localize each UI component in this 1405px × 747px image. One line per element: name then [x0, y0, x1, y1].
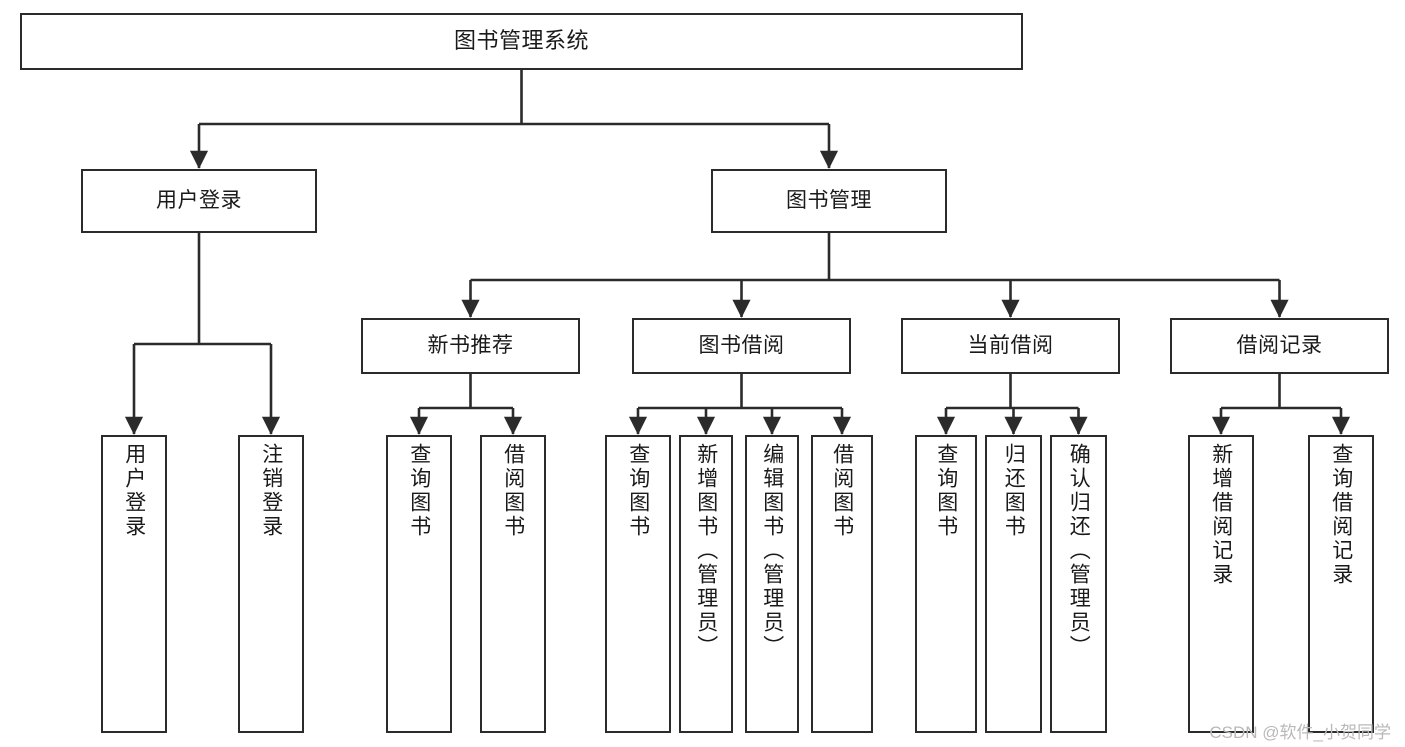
node-book-borrow[interactable]: 图书借阅: [632, 318, 851, 374]
node-new-book-rec[interactable]: 新书推荐: [361, 318, 580, 374]
node-label: 图书管理系统: [453, 28, 589, 54]
edge-bus-new-book-rec: [419, 374, 513, 410]
node-label: 用户登录: [122, 443, 146, 539]
node-leaf-add-book[interactable]: 新增图书（管理员）: [679, 435, 733, 733]
node-label: 查询图书: [934, 443, 958, 539]
node-label: 查询图书: [407, 443, 431, 539]
node-label: 编辑图书（管理员）: [760, 443, 784, 659]
node-leaf-add-record[interactable]: 新增借阅记录: [1188, 435, 1254, 733]
node-label: 当前借阅: [967, 334, 1054, 358]
node-root[interactable]: 图书管理系统: [20, 13, 1023, 70]
edge-bus-root: [199, 70, 829, 126]
node-label: 注销登录: [259, 443, 283, 539]
node-leaf-edit-book[interactable]: 编辑图书（管理员）: [745, 435, 799, 733]
node-leaf-logout[interactable]: 注销登录: [238, 435, 304, 733]
edge-bus-borrow-record: [1221, 374, 1341, 410]
node-label: 查询借阅记录: [1329, 443, 1353, 587]
node-leaf-return-book[interactable]: 归还图书: [985, 435, 1042, 733]
node-borrow-record[interactable]: 借阅记录: [1170, 318, 1389, 374]
node-label: 借阅记录: [1236, 334, 1323, 358]
node-label: 图书管理: [786, 189, 872, 213]
node-label: 图书借阅: [698, 334, 785, 358]
edge-bus-current-borrow: [946, 374, 1079, 410]
node-leaf-query-book-cur[interactable]: 查询图书: [915, 435, 977, 733]
node-current-borrow[interactable]: 当前借阅: [901, 318, 1120, 374]
node-label: 借阅图书: [830, 443, 854, 539]
node-label: 新增借阅记录: [1209, 443, 1233, 587]
watermark-text: CSDN @软件_小贺同学: [1209, 723, 1391, 742]
node-label: 用户登录: [156, 189, 242, 213]
node-leaf-confirm-return[interactable]: 确认归还（管理员）: [1050, 435, 1107, 733]
node-label: 借阅图书: [501, 443, 525, 539]
node-label: 查询图书: [626, 443, 650, 539]
node-leaf-query-record[interactable]: 查询借阅记录: [1308, 435, 1374, 733]
edge-bus-book-manage: [470, 233, 1280, 282]
node-leaf-query-book-rec[interactable]: 查询图书: [386, 435, 452, 733]
node-label: 新增图书（管理员）: [694, 443, 718, 659]
node-leaf-borrow-book-rec[interactable]: 借阅图书: [480, 435, 546, 733]
node-leaf-user-login[interactable]: 用户登录: [101, 435, 167, 733]
node-leaf-borrow-book[interactable]: 借阅图书: [811, 435, 873, 733]
node-label: 新书推荐: [427, 334, 514, 358]
node-leaf-query-book[interactable]: 查询图书: [605, 435, 671, 733]
node-label: 归还图书: [1002, 443, 1026, 539]
node-label: 确认归还（管理员）: [1067, 443, 1091, 659]
node-book-manage[interactable]: 图书管理: [711, 169, 947, 233]
edge-bus-book-borrow: [638, 374, 842, 410]
node-user-login[interactable]: 用户登录: [81, 169, 317, 233]
edge-bus-user-login: [134, 233, 271, 346]
